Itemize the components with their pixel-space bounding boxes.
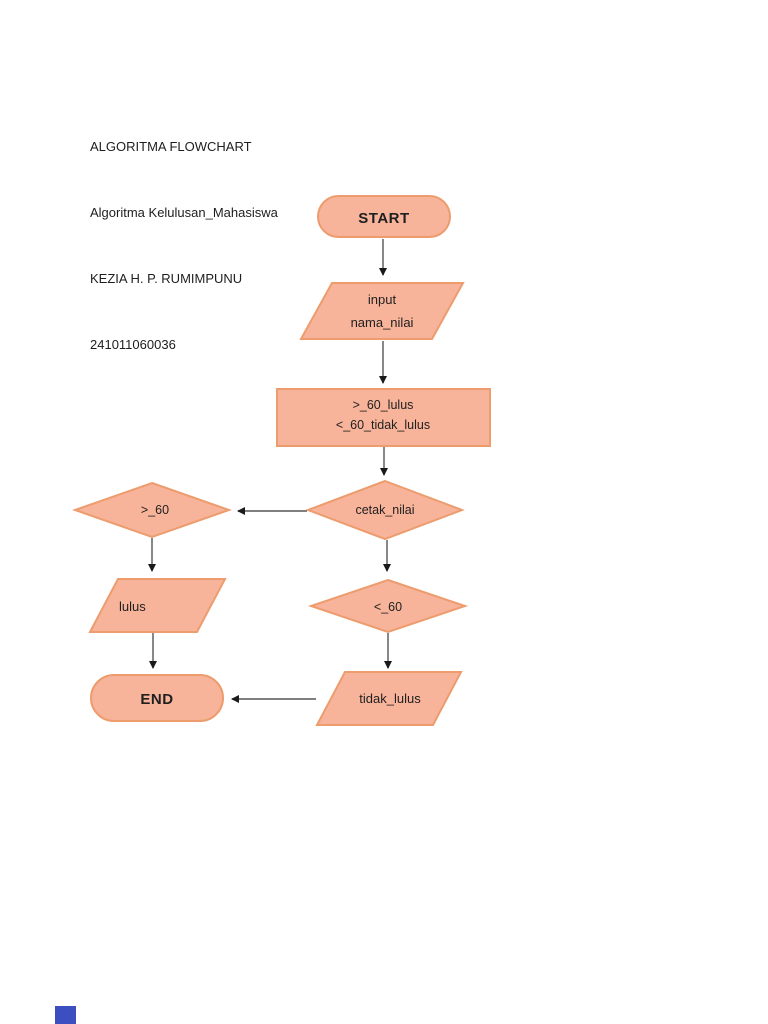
header-line-subtitle: Algoritma Kelulusan_Mahasiswa — [90, 205, 278, 220]
output-tidak-lulus-parallelogram — [315, 671, 463, 726]
output-tidak-lulus-label: tidak_lulus — [359, 691, 421, 706]
decision-cetak-nilai — [305, 479, 465, 541]
input-parallelogram — [299, 282, 465, 340]
input-label-line2: nama_nilai — [351, 315, 414, 330]
header-line-title: ALGORITMA FLOWCHART — [90, 139, 252, 154]
output-lulus-parallelogram — [88, 578, 227, 633]
decision-gte-60-label: >_60 — [141, 503, 169, 517]
decision-lt-60-label: <_60 — [374, 600, 402, 614]
output-lulus-label: lulus — [119, 599, 146, 614]
document-header: ALGORITMA FLOWCHART Algoritma Kelulusan_… — [90, 92, 278, 400]
header-line-student-id: 241011060036 — [90, 337, 176, 352]
header-line-author: KEZIA H. P. RUMIMPUNU — [90, 271, 243, 286]
process-label-line2: <_60_tidak_lulus — [336, 418, 430, 432]
start-node — [317, 195, 451, 238]
end-node-label: END — [140, 691, 173, 708]
decision-cetak-nilai-label: cetak_nilai — [355, 503, 414, 517]
process-rectangle — [276, 388, 491, 447]
decision-lt-60 — [307, 578, 469, 634]
decision-gte-60 — [71, 481, 233, 539]
start-node-label: START — [358, 210, 409, 227]
process-label-line1: >_60_lulus — [353, 398, 414, 412]
page-marker-square — [55, 1006, 76, 1024]
input-label-line1: input — [368, 292, 397, 307]
end-node — [90, 674, 224, 722]
